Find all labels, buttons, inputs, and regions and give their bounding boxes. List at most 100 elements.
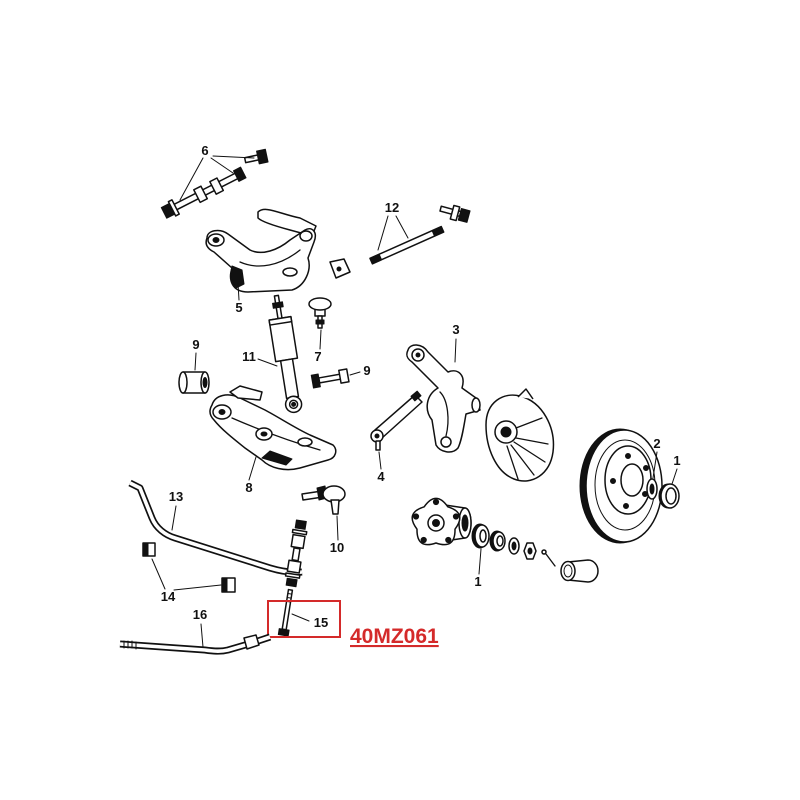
shock-upper-band <box>268 315 293 326</box>
bracket-hole <box>336 266 342 272</box>
leader-line <box>349 371 361 376</box>
lower-arm-eye-hole <box>260 431 268 437</box>
rotor-center-bore <box>620 463 644 497</box>
bearing-a-inner <box>479 529 487 543</box>
tie-rod-stud <box>330 499 340 515</box>
callout-label: 10 <box>330 540 344 555</box>
cotter-pin <box>545 553 556 567</box>
lower-arm-bumper <box>229 385 263 401</box>
leader-line <box>179 157 204 201</box>
part-10-tie-rod-end: 10 <box>301 485 346 555</box>
part-number: 40MZ061 <box>350 625 439 648</box>
rod-fill <box>119 635 271 653</box>
shaft-assembly <box>369 225 445 265</box>
callout-label: 4 <box>377 469 385 484</box>
rotor-lug-hole <box>625 453 631 459</box>
dust-shield-plate <box>485 394 555 482</box>
leader-line <box>257 358 278 367</box>
callout-label: 7 <box>314 349 321 364</box>
upper-arm-eye-hole <box>212 237 220 243</box>
part-13-stabilizer-bar: 13 <box>128 479 303 576</box>
callout-label: 12 <box>385 200 399 215</box>
pivot-shaft <box>171 170 242 212</box>
link-bolt-thread <box>286 596 292 599</box>
hub-stud-hole <box>432 498 440 506</box>
dust-shield-hole <box>500 426 512 438</box>
bearing-inner <box>665 487 677 505</box>
callout-label: 13 <box>169 489 183 504</box>
shaft-bolt <box>439 204 471 223</box>
hub-stud-hole <box>445 536 452 544</box>
wheel-hub <box>411 497 472 546</box>
leader-line <box>291 613 310 622</box>
hub-stud-hole <box>420 536 427 544</box>
part-6-shaft-kit: 6 <box>160 143 269 219</box>
callout-label: 1 <box>673 453 680 468</box>
knuckle-lower-eye <box>440 436 452 448</box>
lower-arm-shadow <box>261 450 293 466</box>
steering-arm-stud <box>375 440 381 451</box>
part-7-ball-joint: 7 <box>308 297 332 364</box>
part-5-upper-control-arm: 5 <box>205 208 317 315</box>
shaft-bolt <box>243 148 269 165</box>
callout-label: 6 <box>201 143 208 158</box>
link-bolt-thread <box>287 593 293 595</box>
leader-line <box>478 548 482 575</box>
leader-line <box>454 338 457 363</box>
shaft-assembly <box>160 166 247 219</box>
bolt-nut <box>338 368 350 384</box>
callout-label: 2 <box>653 436 660 451</box>
ball-joint-socket <box>282 267 298 277</box>
shock-eye-hole <box>291 401 297 407</box>
dust-shield <box>485 388 555 482</box>
leader-line <box>319 329 322 350</box>
callout-label: 5 <box>235 300 242 315</box>
part-9-bushing: 9 <box>178 337 210 394</box>
steering-arm-nut <box>410 390 422 402</box>
link-bushing-lower <box>286 559 302 574</box>
leader-line <box>248 456 257 481</box>
upper-arm-shadow <box>230 265 245 289</box>
dust-shield-rib <box>513 441 546 463</box>
shaft-nut-right <box>232 166 247 182</box>
leader-line <box>671 468 678 485</box>
callout-label: 15 <box>314 615 328 630</box>
dust-shield-rib <box>515 417 543 429</box>
leader-line <box>171 505 177 531</box>
callout-label: 16 <box>193 607 207 622</box>
callout-label: 3 <box>452 322 459 337</box>
rotor-lug-hole <box>610 478 616 484</box>
leader-line <box>194 352 197 371</box>
shaft-thread <box>431 226 445 237</box>
rotor-lug-hole <box>623 503 629 509</box>
leader-line <box>151 558 166 590</box>
spindle-nut-hole <box>527 547 533 555</box>
link-bushing-upper <box>290 533 306 550</box>
shock-body <box>268 294 303 414</box>
ball-joint-flange <box>308 297 332 311</box>
callout-label: 8 <box>245 480 252 495</box>
bolt-head <box>256 148 269 165</box>
part-2-seal: 2 <box>646 436 661 500</box>
steering-arm-ball-center <box>374 433 380 439</box>
part-12-shaft-kit: 12 <box>329 200 471 279</box>
knuckle-spindle-end <box>471 397 481 413</box>
shaft-thread <box>369 253 383 265</box>
bushing-end-left <box>178 371 188 394</box>
leader-line <box>336 515 339 541</box>
part-15-stabilizer-link: 15 <box>267 519 341 638</box>
link-sleeve <box>291 547 301 562</box>
callout-label: 14 <box>161 589 176 604</box>
part-14-stabilizer-bushings: 14 <box>142 542 236 604</box>
hub-stud-hole <box>412 513 420 520</box>
leader-line <box>378 451 382 470</box>
link-bolt-shank <box>281 588 294 631</box>
bolt-washer <box>449 204 461 222</box>
shock-stud-nut <box>272 301 284 309</box>
leader-line <box>237 282 240 301</box>
shaft-bushing-a <box>193 185 209 204</box>
part-9-bolt: 9 <box>310 363 371 389</box>
link-washer <box>291 528 308 536</box>
seal-hole <box>649 483 655 495</box>
